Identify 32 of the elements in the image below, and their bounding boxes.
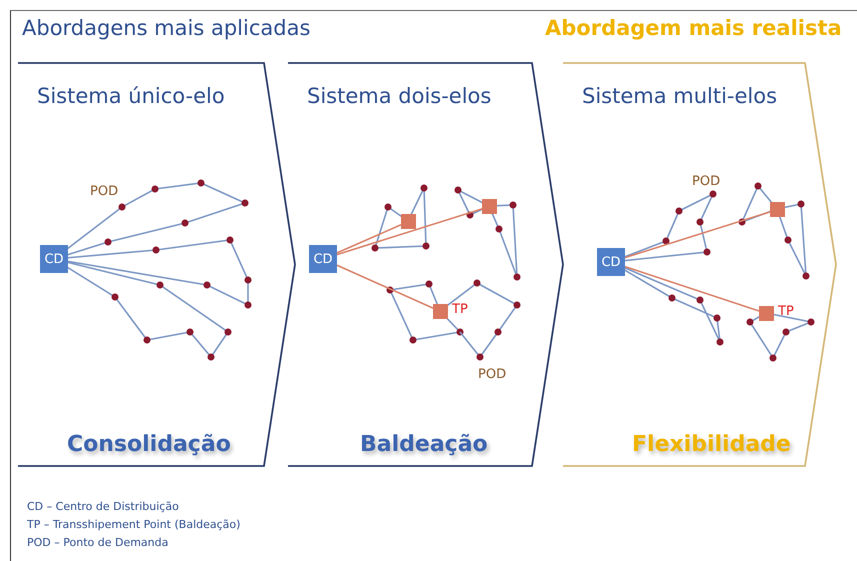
node-label: TP xyxy=(452,302,468,317)
legend-text: CD – Centro de Distribuição xyxy=(27,500,179,513)
chevron-panel xyxy=(560,62,838,467)
chevron-panel xyxy=(285,62,565,467)
connector-line xyxy=(336,208,482,256)
distribution-center-box: CD xyxy=(40,245,68,273)
point-label: POD xyxy=(692,174,720,189)
panel-keyword: Consolidação xyxy=(67,432,231,457)
chevron-panel xyxy=(15,62,297,467)
point-label: POD xyxy=(478,367,506,382)
transshipment-square xyxy=(433,304,448,319)
connector-line xyxy=(336,264,434,309)
panel-keyword: Baldeação xyxy=(360,432,488,457)
section-title: Abordagem mais realista xyxy=(545,16,842,40)
legend-text: POD – Ponto de Demanda xyxy=(27,536,168,549)
transshipment-square xyxy=(482,199,497,214)
distribution-center-box: CD xyxy=(597,248,625,276)
connector-line xyxy=(624,211,770,258)
panel-heading: Sistema multi-elos xyxy=(582,84,778,108)
transshipment-square xyxy=(759,306,774,321)
legend-text: TP – Transshipement Point (Baldeação) xyxy=(27,518,240,531)
node-label: TP xyxy=(778,304,794,319)
section-title: Abordagens mais aplicadas xyxy=(22,16,310,40)
connector-line xyxy=(336,224,402,254)
distribution-center-box: CD xyxy=(309,245,337,273)
panel-heading: Sistema único-elo xyxy=(37,84,225,108)
transshipment-square xyxy=(770,202,785,217)
transshipment-square xyxy=(401,214,416,229)
connector-line xyxy=(624,266,760,312)
point-label: POD xyxy=(90,184,118,199)
panel-heading: Sistema dois-elos xyxy=(307,84,492,108)
panel-keyword: Flexibilidade xyxy=(632,432,791,457)
